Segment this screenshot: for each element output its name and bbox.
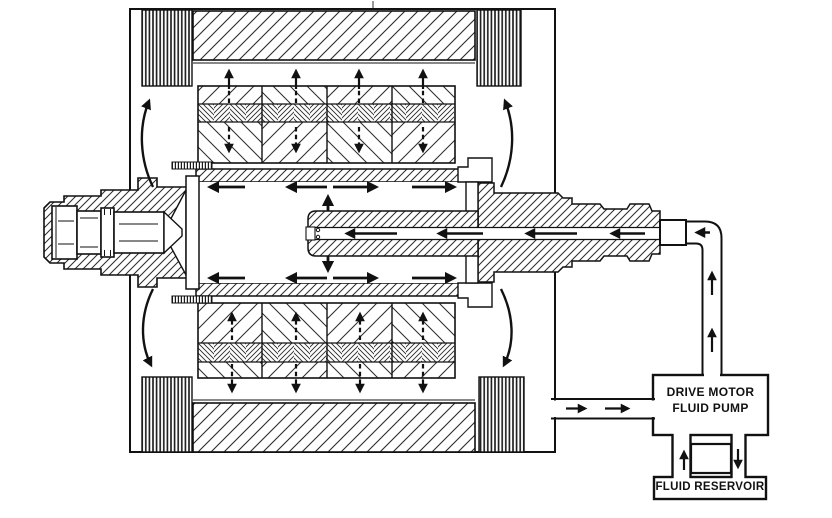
pump-reservoir-assembly bbox=[651, 373, 770, 501]
cooling-fins-bottom-left bbox=[141, 376, 193, 453]
coolant-flow-arrows bbox=[206, 180, 743, 470]
drive-motor-fluid-pump-box bbox=[651, 373, 770, 437]
circulation-arrows bbox=[140, 98, 514, 368]
coolant-supply-pipe bbox=[659, 219, 723, 378]
cooling-fins-top-left bbox=[141, 9, 193, 87]
return-duct bbox=[550, 398, 657, 420]
pump-label-line2: FLUID PUMP bbox=[672, 401, 749, 415]
tool-body bbox=[76, 210, 102, 255]
curved-arrow-bottom-right bbox=[499, 288, 513, 368]
bearing-block-bottom bbox=[457, 282, 493, 308]
collet-ring bbox=[100, 207, 115, 258]
curved-arrow-top-left bbox=[140, 98, 155, 188]
tool-tip-cone bbox=[163, 210, 183, 255]
housing-top bbox=[192, 10, 476, 64]
cavity-end-plate-left bbox=[185, 175, 200, 290]
fluid-reservoir-box bbox=[652, 475, 768, 501]
pump-label-line1: DRIVE MOTOR bbox=[666, 384, 755, 399]
stator-bottom bbox=[197, 302, 456, 379]
tool-shank bbox=[113, 211, 165, 254]
shaft-thread-bottom bbox=[171, 295, 213, 304]
heat-flow-arrows bbox=[224, 68, 428, 394]
curved-arrow-top-right bbox=[499, 98, 514, 188]
cooling-fins-top-right bbox=[476, 9, 522, 87]
reservoir-label: FLUID RESERVOIR bbox=[654, 477, 766, 499]
shaft-thread-top bbox=[171, 161, 213, 170]
housing-bottom bbox=[192, 399, 476, 453]
pump-label: DRIVE MOTOR FLUID PUMP bbox=[653, 377, 768, 423]
pump-intake-box bbox=[689, 442, 733, 475]
curved-arrow-bottom-left bbox=[141, 288, 155, 368]
reservoir-label-text: FLUID RESERVOIR bbox=[655, 481, 765, 494]
spindle-nose-tool-holder bbox=[43, 175, 200, 290]
stator-top bbox=[197, 85, 456, 164]
nozzle bbox=[305, 226, 316, 241]
bearing-block-top bbox=[457, 157, 493, 183]
cooling-fins-bottom-right bbox=[478, 376, 525, 453]
rotary-union bbox=[659, 219, 687, 246]
